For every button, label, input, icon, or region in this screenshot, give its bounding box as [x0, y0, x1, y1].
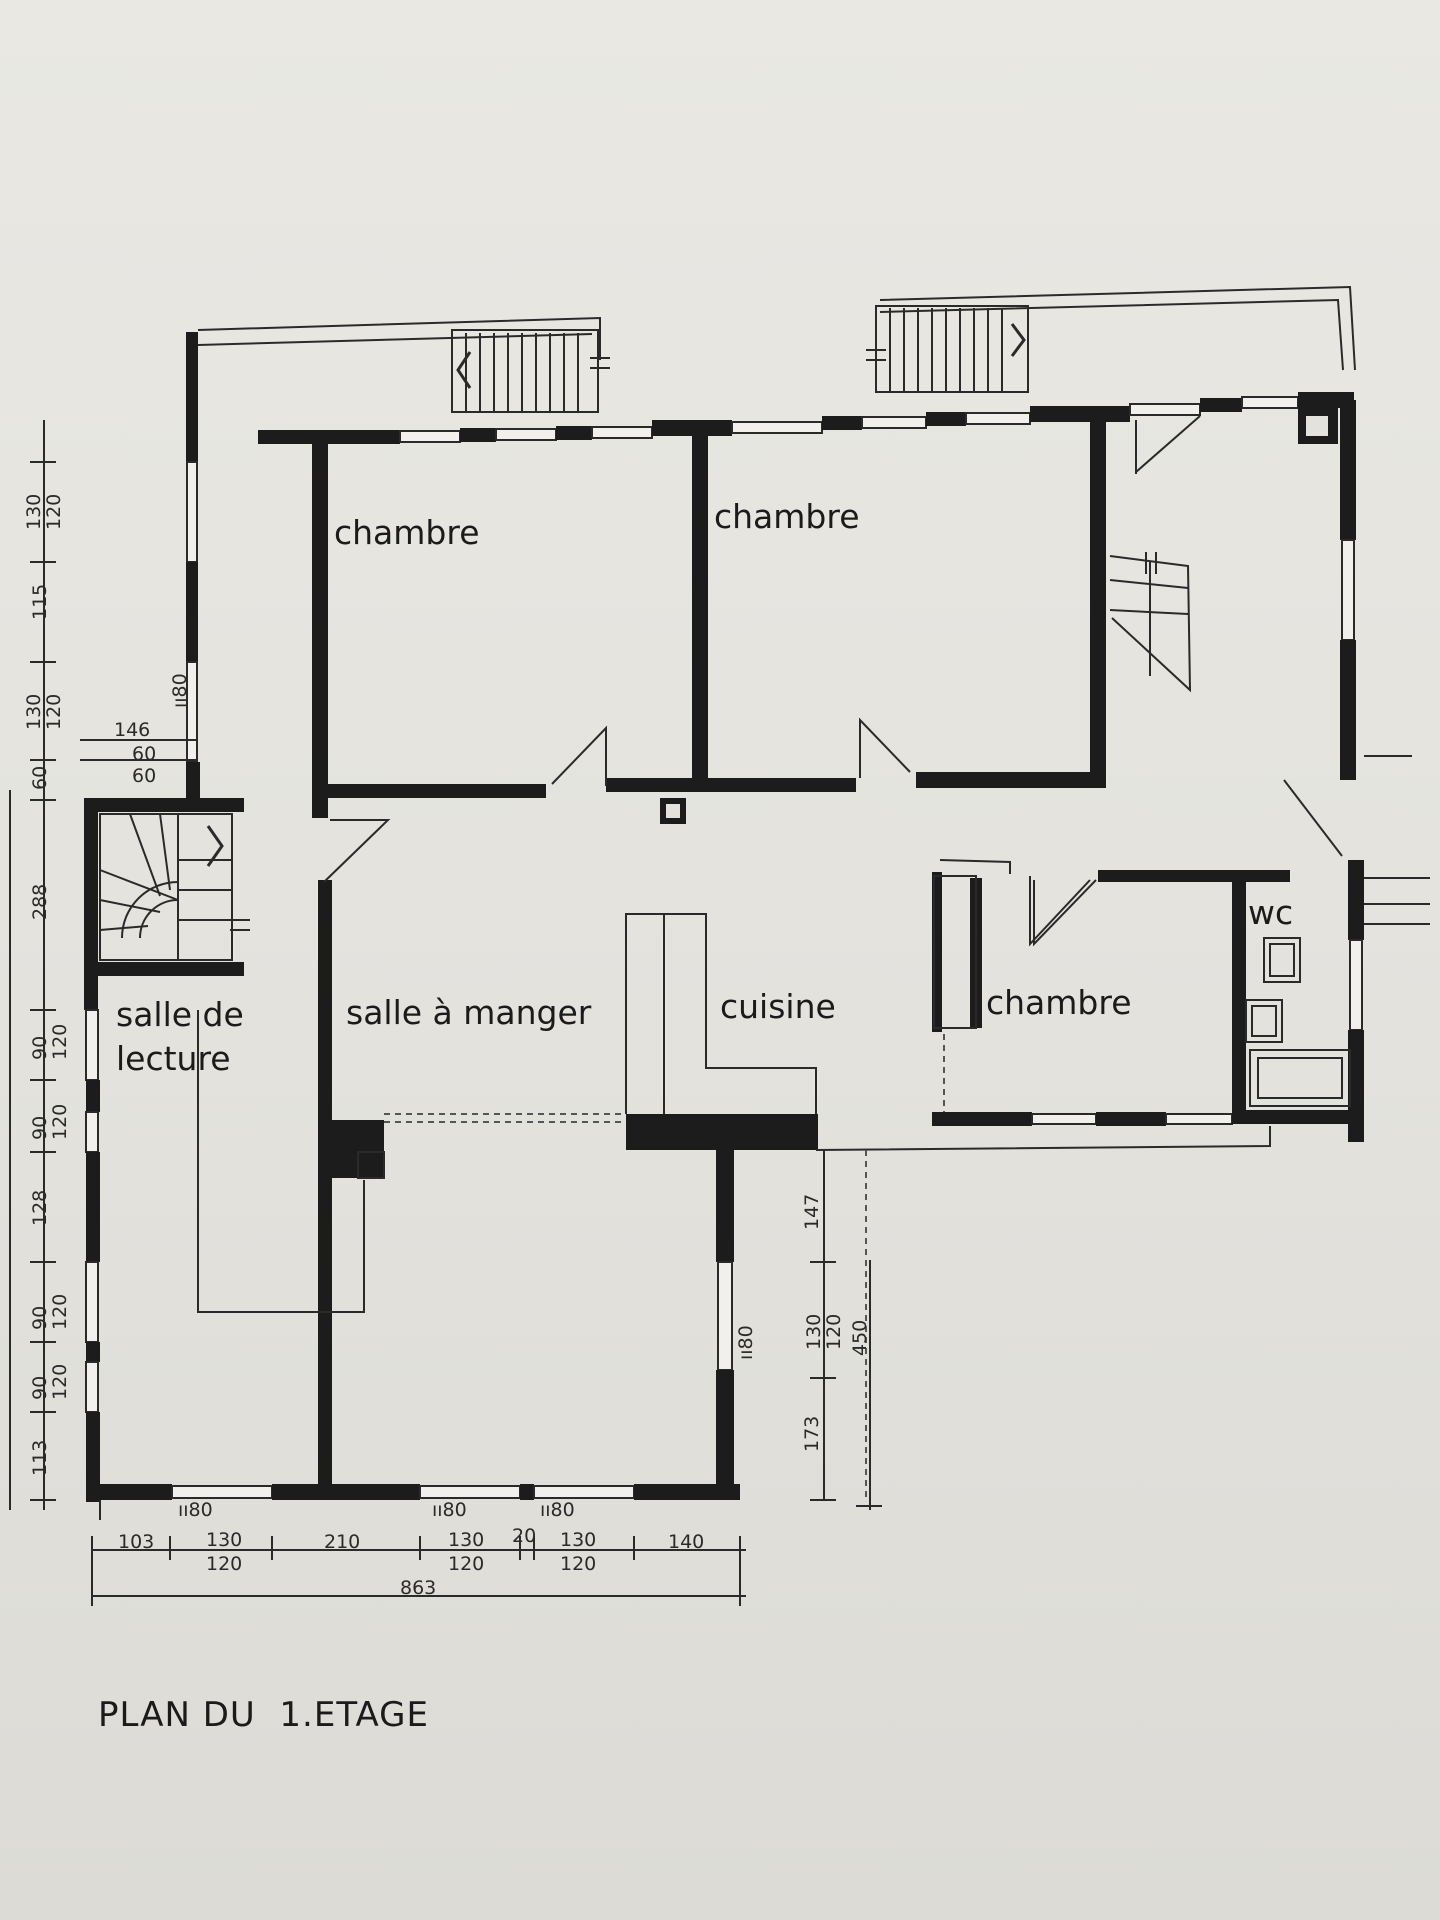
dim-right: ıı80	[735, 1325, 757, 1360]
dim-top-small: 60	[132, 765, 156, 787]
label-salle-lecture-1: salle de	[116, 995, 244, 1034]
dim-bottom: 103	[118, 1531, 154, 1553]
dim-right: 130	[803, 1314, 825, 1350]
dim-bottom-total: 863	[400, 1577, 436, 1599]
dim-bottom: 130	[560, 1529, 596, 1551]
plan-title: PLAN DU 1.ETAGE	[98, 1695, 429, 1735]
dim-left: 120	[43, 694, 65, 730]
dim-left: 128	[29, 1190, 51, 1226]
dim-left: 288	[29, 884, 51, 920]
dim-window: ıı80	[178, 1499, 213, 1521]
dim-left: 130	[23, 694, 45, 730]
dim-right: 120	[823, 1314, 845, 1350]
dim-left: 130	[23, 494, 45, 530]
exterior-stair-right	[866, 305, 1029, 393]
dim-bottom: 210	[324, 1531, 360, 1553]
dim-left: 120	[43, 494, 65, 530]
exterior-stair-left	[451, 329, 610, 413]
label-salle-a-manger: salle à manger	[346, 993, 592, 1032]
dim-left: 90	[29, 1116, 51, 1140]
dim-bottom: 120	[448, 1553, 484, 1575]
dim-left: 115	[29, 584, 51, 620]
dim-top-small: 60	[132, 743, 156, 765]
dim-left: 60	[29, 766, 51, 790]
label-cuisine: cuisine	[720, 987, 836, 1026]
dim-left: 90	[29, 1036, 51, 1060]
dim-top-small: 146	[114, 719, 150, 741]
dim-left: 90	[29, 1306, 51, 1330]
label-chambre-3: chambre	[986, 983, 1132, 1022]
dim-bottom: 140	[668, 1531, 704, 1553]
label-chambre-2: chambre	[714, 497, 860, 536]
dim-window: ıı80	[540, 1499, 575, 1521]
label-wc: wc	[1248, 893, 1293, 932]
walls	[84, 332, 1364, 1502]
dimension-labels: 103 130 120 210 130 120 20 130 120 140 8…	[23, 494, 871, 1599]
dim-left: 120	[49, 1104, 71, 1140]
dim-right: 450	[849, 1320, 871, 1356]
dim-bottom: 130	[206, 1529, 242, 1551]
dim-left: 113	[29, 1440, 51, 1476]
dim-top-small: ıı80	[169, 673, 191, 708]
label-salle-lecture-2: lecture	[116, 1039, 231, 1078]
plan-details	[9, 408, 1430, 1606]
dim-left: 120	[49, 1364, 71, 1400]
dim-bottom: 120	[560, 1553, 596, 1575]
dim-left: 120	[49, 1024, 71, 1060]
dim-left: 90	[29, 1376, 51, 1400]
top-terrace-outline	[197, 285, 1356, 371]
dim-window: ıı80	[432, 1499, 467, 1521]
dim-right: 147	[801, 1194, 823, 1230]
room-labels: chambre chambre wc chambre salle de lect…	[116, 497, 1293, 1078]
label-chambre-1: chambre	[334, 513, 480, 552]
dim-bottom: 130	[448, 1529, 484, 1551]
dim-bottom: 20	[512, 1525, 536, 1547]
dim-bottom: 120	[206, 1553, 242, 1575]
dim-right: 173	[801, 1416, 823, 1452]
dim-left: 120	[49, 1294, 71, 1330]
